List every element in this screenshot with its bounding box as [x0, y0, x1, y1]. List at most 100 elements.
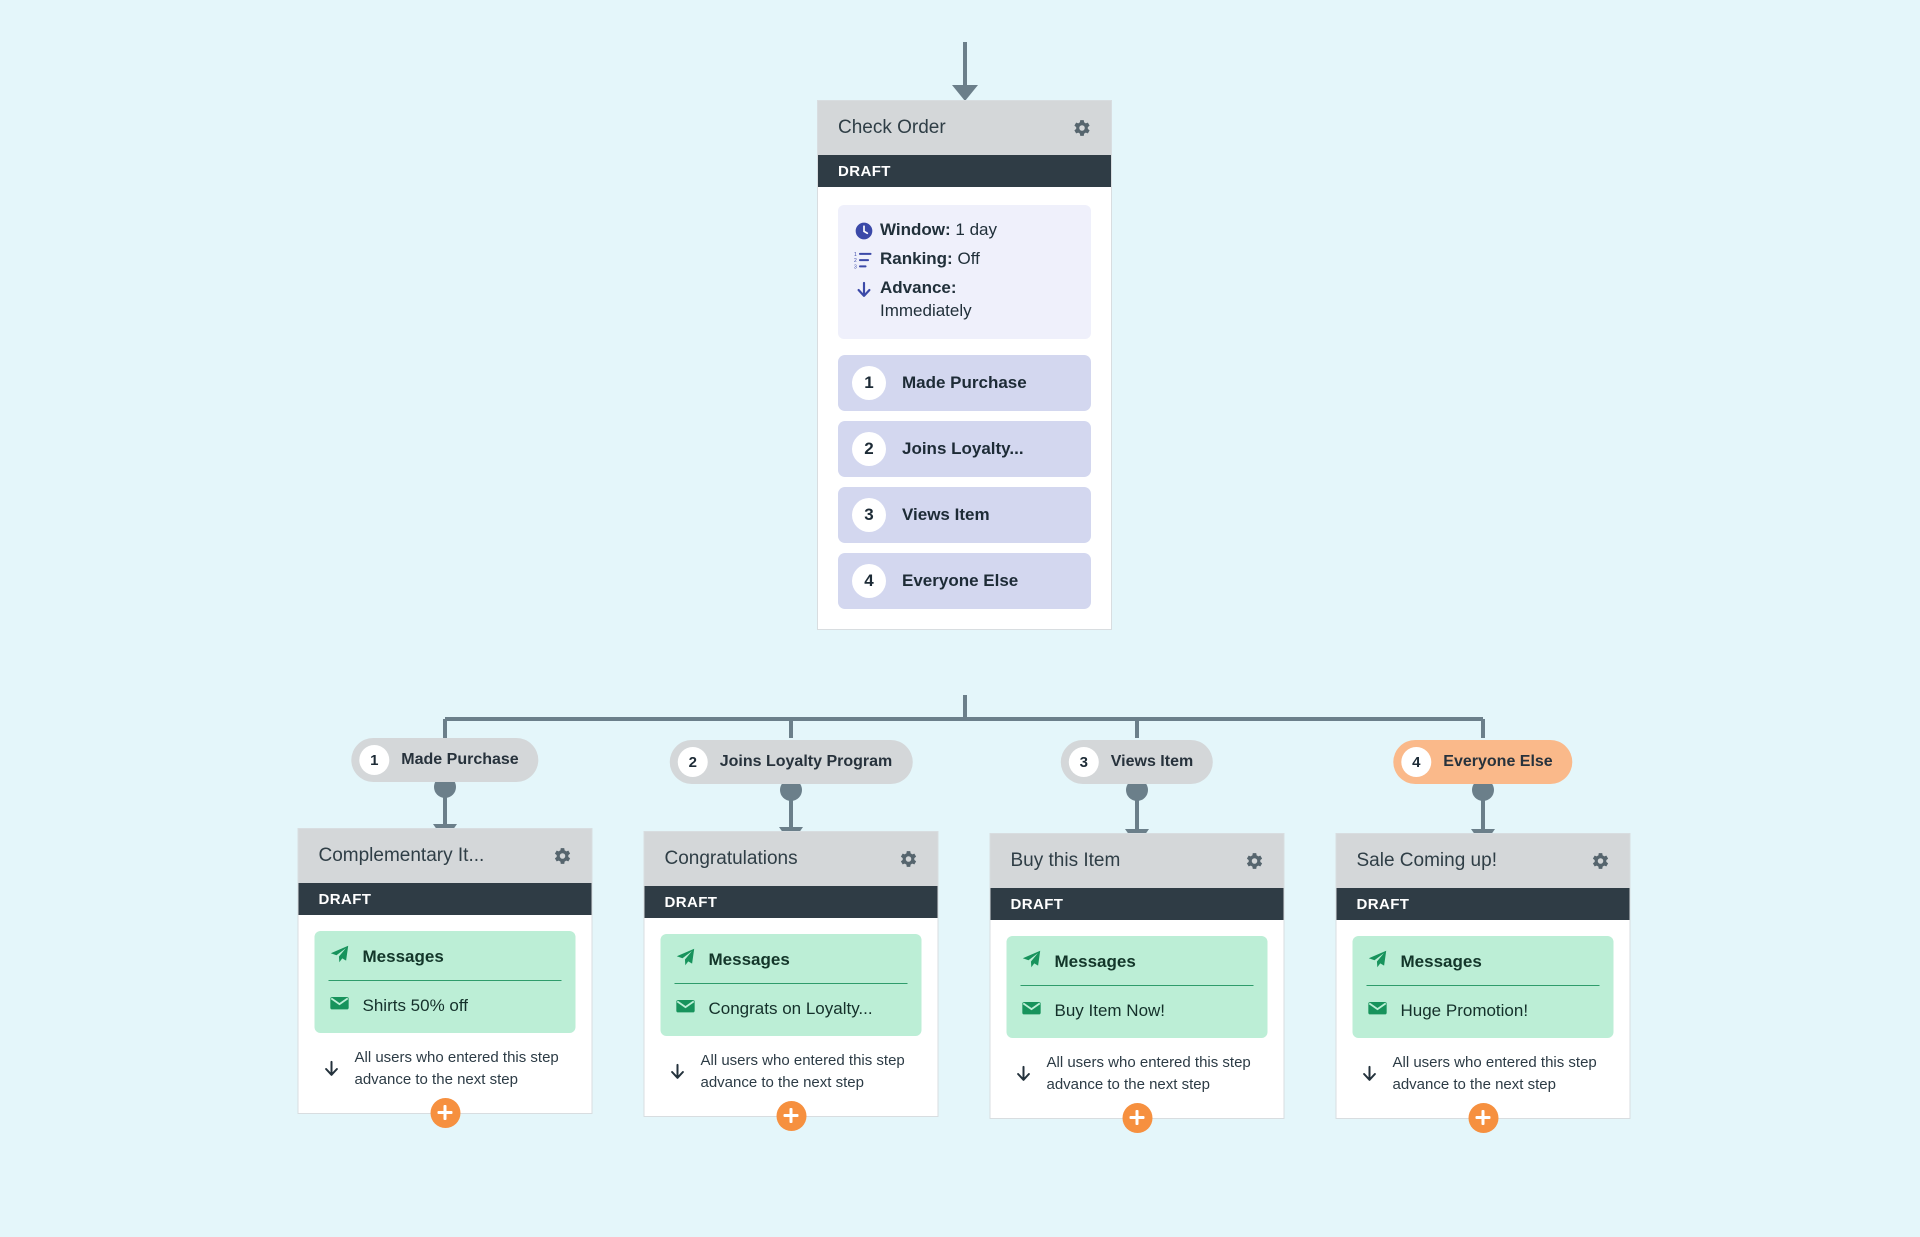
advance-text: All users who entered this step advance … — [1046, 1054, 1251, 1093]
message-label: Congrats on Loyalty... — [708, 998, 873, 1018]
messages-section[interactable]: Messages Shirts 50% off — [314, 931, 576, 1033]
step-card-header: Congratulations — [644, 832, 938, 886]
advance-text: All users who entered this step advance … — [354, 1049, 559, 1088]
status-badge-label: DRAFT — [664, 893, 718, 911]
add-step-button[interactable] — [430, 1097, 460, 1128]
status-badge-label: DRAFT — [1356, 895, 1410, 913]
gear-icon[interactable] — [550, 844, 574, 868]
message-label: Shirts 50% off — [362, 995, 469, 1015]
status-badge: DRAFT — [644, 886, 938, 918]
step-card-3[interactable]: Buy this Item DRAFT Messages — [989, 833, 1285, 1133]
branch-pill-number: 4 — [1401, 747, 1432, 777]
down-arrow-icon — [1009, 1062, 1039, 1086]
branch-pill-label: Joins Loyalty Program — [719, 753, 893, 770]
envelope-icon — [329, 992, 351, 1019]
advance-note: All users who entered this step advance … — [315, 1047, 576, 1091]
gear-icon[interactable] — [1069, 116, 1093, 140]
step-card-title: Buy this Item — [1010, 850, 1121, 871]
branch-item-3[interactable]: 3 Views Item — [838, 486, 1091, 543]
clock-icon — [854, 219, 880, 241]
svg-text:3: 3 — [854, 264, 857, 270]
messages-section[interactable]: Messages Huge Promotion! — [1352, 936, 1614, 1038]
setting-ranking-label: Ranking: — [880, 248, 953, 268]
branch-pill-1[interactable]: 1 Made Purchase — [351, 738, 539, 782]
branch-list: 1 Made Purchase 2 Joins Loyalty... 3 Vie… — [838, 354, 1091, 609]
branch-number: 2 — [852, 431, 886, 466]
gear-icon[interactable] — [896, 847, 920, 871]
step-card-title: Sale Coming up! — [1356, 850, 1497, 871]
status-badge: DRAFT — [298, 883, 592, 915]
step-card-body: Messages Congrats on Loyalty... All user… — [645, 918, 938, 1116]
paper-plane-icon — [329, 943, 351, 970]
messages-section[interactable]: Messages Buy Item Now! — [1006, 936, 1268, 1038]
branch-item-1[interactable]: 1 Made Purchase — [838, 354, 1091, 411]
envelope-icon — [1367, 997, 1389, 1024]
step-card-2[interactable]: Congratulations DRAFT Messages — [643, 831, 939, 1131]
branch-pill-label: Views Item — [1110, 753, 1194, 770]
branch-number: 1 — [852, 365, 886, 400]
step-card-header: Complementary It... — [298, 829, 592, 883]
setting-row-advance: Advance: Immediately — [854, 277, 1075, 323]
step-card-body: Messages Buy Item Now! All users who ent… — [991, 920, 1284, 1118]
numbered-list-icon: 1 2 3 — [854, 248, 880, 270]
messages-header: Messages — [674, 946, 908, 984]
message-item[interactable]: Huge Promotion! — [1367, 986, 1600, 1024]
status-badge: DRAFT — [990, 888, 1284, 920]
status-badge-label: DRAFT — [318, 890, 372, 908]
paper-plane-icon — [675, 946, 697, 973]
advance-text: All users who entered this step advance … — [1392, 1054, 1597, 1093]
branch-pill-2[interactable]: 2 Joins Loyalty Program — [669, 740, 913, 784]
setting-ranking-value: Off — [957, 248, 980, 268]
branch-pill-number: 3 — [1068, 747, 1099, 777]
messages-section[interactable]: Messages Congrats on Loyalty... — [660, 934, 922, 1036]
setting-advance-label: Advance: — [880, 277, 957, 297]
envelope-icon — [675, 995, 697, 1022]
step-card-title: Complementary It... — [318, 845, 485, 866]
down-arrow-icon — [1355, 1062, 1385, 1086]
step-card-1[interactable]: Complementary It... DRAFT Messages — [297, 828, 593, 1128]
branch-pill-3[interactable]: 3 Views Item — [1060, 740, 1214, 784]
step-card-header: Buy this Item — [990, 834, 1284, 888]
add-step-button[interactable] — [776, 1100, 806, 1131]
message-item[interactable]: Congrats on Loyalty... — [675, 984, 908, 1022]
branch-pill-4[interactable]: 4 Everyone Else — [1393, 740, 1573, 784]
branch-label: Joins Loyalty... — [902, 438, 1024, 458]
branch-label: Views Item — [902, 504, 990, 524]
branch-label: Made Purchase — [902, 372, 1027, 392]
setting-window-text: Window: 1 day — [880, 219, 997, 242]
messages-title: Messages — [708, 949, 790, 969]
branch-item-2[interactable]: 2 Joins Loyalty... — [838, 420, 1091, 477]
add-step-button[interactable] — [1468, 1102, 1498, 1133]
advance-note: All users who entered this step advance … — [1007, 1052, 1268, 1096]
status-badge: DRAFT — [818, 155, 1111, 187]
advance-text: All users who entered this step advance … — [700, 1052, 905, 1091]
branch-label: Everyone Else — [902, 570, 1019, 590]
step-card-4[interactable]: Sale Coming up! DRAFT Messages — [1335, 833, 1631, 1133]
branch-number: 3 — [852, 497, 886, 532]
setting-window-label: Window: — [880, 220, 951, 239]
paper-plane-icon — [1021, 948, 1043, 975]
root-card-body: Window: 1 day 1 2 3 — [818, 187, 1111, 629]
down-arrow-icon — [317, 1057, 347, 1081]
down-arrow-icon — [854, 277, 880, 301]
gear-icon[interactable] — [1588, 849, 1612, 873]
svg-text:1: 1 — [854, 252, 857, 258]
messages-header: Messages — [1366, 948, 1600, 986]
advance-note: All users who entered this step advance … — [661, 1050, 922, 1094]
step-card-body: Messages Huge Promotion! All users who e… — [1337, 920, 1630, 1118]
message-label: Huge Promotion! — [1400, 1000, 1529, 1020]
svg-text:2: 2 — [854, 258, 857, 264]
gear-icon[interactable] — [1242, 849, 1266, 873]
branch-item-4[interactable]: 4 Everyone Else — [838, 552, 1091, 609]
add-step-button[interactable] — [1122, 1102, 1152, 1133]
status-badge: DRAFT — [1336, 888, 1630, 920]
message-item[interactable]: Buy Item Now! — [1021, 986, 1254, 1024]
message-item[interactable]: Shirts 50% off — [329, 981, 562, 1019]
down-arrow-icon — [663, 1060, 693, 1084]
branch-pill-label: Everyone Else — [1443, 753, 1553, 770]
root-step-card[interactable]: Check Order DRAFT — [817, 100, 1112, 630]
messages-title: Messages — [1400, 951, 1482, 971]
setting-window-value: 1 day — [955, 220, 997, 239]
page-title: Check Order — [838, 117, 946, 138]
step-card-body: Messages Shirts 50% off All users who en… — [299, 915, 592, 1113]
